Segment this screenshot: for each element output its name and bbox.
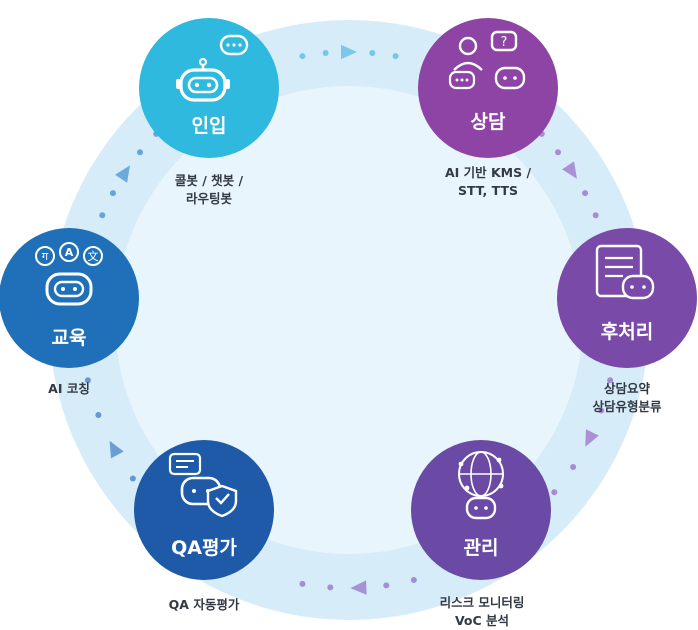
robot-shield-icon xyxy=(168,452,238,518)
caption-onboarding: 콜봇 / 챗봇 / 라우팅봇 xyxy=(150,172,268,208)
flow-dot xyxy=(299,580,306,587)
flow-dot xyxy=(327,584,334,591)
document-robot-icon xyxy=(595,244,655,300)
node-title-postprocess: 후처리 xyxy=(601,321,653,343)
flow-dot xyxy=(598,407,605,414)
flow-dot xyxy=(592,212,599,219)
flow-dot xyxy=(582,190,589,197)
inner-ring xyxy=(115,86,583,554)
flow-dot xyxy=(95,411,102,418)
flow-arrows xyxy=(84,44,614,595)
caption-education: AI 코칭 xyxy=(20,380,118,398)
node-qa[interactable]: QA평가 xyxy=(134,440,274,580)
flow-dot xyxy=(555,149,562,156)
flow-dot xyxy=(383,582,390,589)
svg-text:文: 文 xyxy=(88,249,99,263)
flow-dot xyxy=(99,212,106,219)
network-globe-robot-icon xyxy=(458,451,504,520)
flow-dot xyxy=(570,463,577,470)
flow-dot xyxy=(84,377,91,384)
node-title-education: 교육 xyxy=(52,327,87,349)
language-robot-icon: ग A 文 xyxy=(35,242,103,306)
caption-consult: AI 기반 KMS / STT, TTS xyxy=(424,164,552,200)
flow-dot xyxy=(392,53,399,60)
robot-chat-icon xyxy=(174,34,249,102)
node-onboarding[interactable]: 인입 xyxy=(139,18,279,158)
caption-consult-line2: STT, TTS xyxy=(457,183,518,198)
node-manage[interactable]: 관리 xyxy=(411,440,551,580)
flow-arrow-head xyxy=(109,440,124,459)
caption-postprocess: 상담요약 상담유형분류 xyxy=(568,380,686,416)
node-postprocess[interactable]: 후처리 xyxy=(557,228,697,368)
flow-dot xyxy=(551,489,558,496)
flow-arrow-head xyxy=(341,44,357,60)
flow-dot xyxy=(129,475,136,482)
caption-qa: QA 자동평가 xyxy=(144,596,264,614)
caption-onboarding-line1: 콜봇 / 챗봇 / xyxy=(174,173,244,188)
caption-postprocess-line1: 상담요약 xyxy=(603,381,650,396)
node-title-qa: QA평가 xyxy=(171,537,237,559)
flow-dot xyxy=(369,50,376,57)
node-consult[interactable]: ? 상담 xyxy=(418,18,558,158)
flow-arrow-head xyxy=(115,165,130,183)
svg-text:A: A xyxy=(65,246,74,259)
caption-manage-line2: VoC 분석 xyxy=(454,613,510,628)
flow-dot xyxy=(109,190,116,197)
flow-dot xyxy=(607,377,614,384)
svg-text:ग: ग xyxy=(42,250,49,263)
flow-arrow-head xyxy=(585,429,599,447)
caption-postprocess-line2: 상담유형분류 xyxy=(592,399,662,414)
caption-consult-line1: AI 기반 KMS / xyxy=(444,165,532,180)
flow-dot xyxy=(322,50,329,57)
node-title-manage: 관리 xyxy=(464,537,499,559)
svg-text:?: ? xyxy=(501,35,508,50)
caption-onboarding-line2: 라우팅봇 xyxy=(185,191,232,206)
node-title-onboarding: 인입 xyxy=(192,115,227,137)
node-title-consult: 상담 xyxy=(471,111,506,133)
flow-dot xyxy=(299,53,306,60)
caption-manage: 리스크 모니터링 VoC 분석 xyxy=(414,594,550,630)
caption-qa-line1: QA 자동평가 xyxy=(168,597,240,612)
flow-arrow-head xyxy=(562,161,577,179)
node-education[interactable]: ग A 文 교육 xyxy=(0,228,139,368)
flow-dot xyxy=(410,577,417,584)
flow-arrow-head xyxy=(350,580,367,595)
flow-dot xyxy=(136,149,143,156)
caption-manage-line1: 리스크 모니터링 xyxy=(439,595,525,610)
agent-robot-question-icon: ? xyxy=(448,30,526,90)
caption-education-line1: AI 코칭 xyxy=(48,381,90,396)
